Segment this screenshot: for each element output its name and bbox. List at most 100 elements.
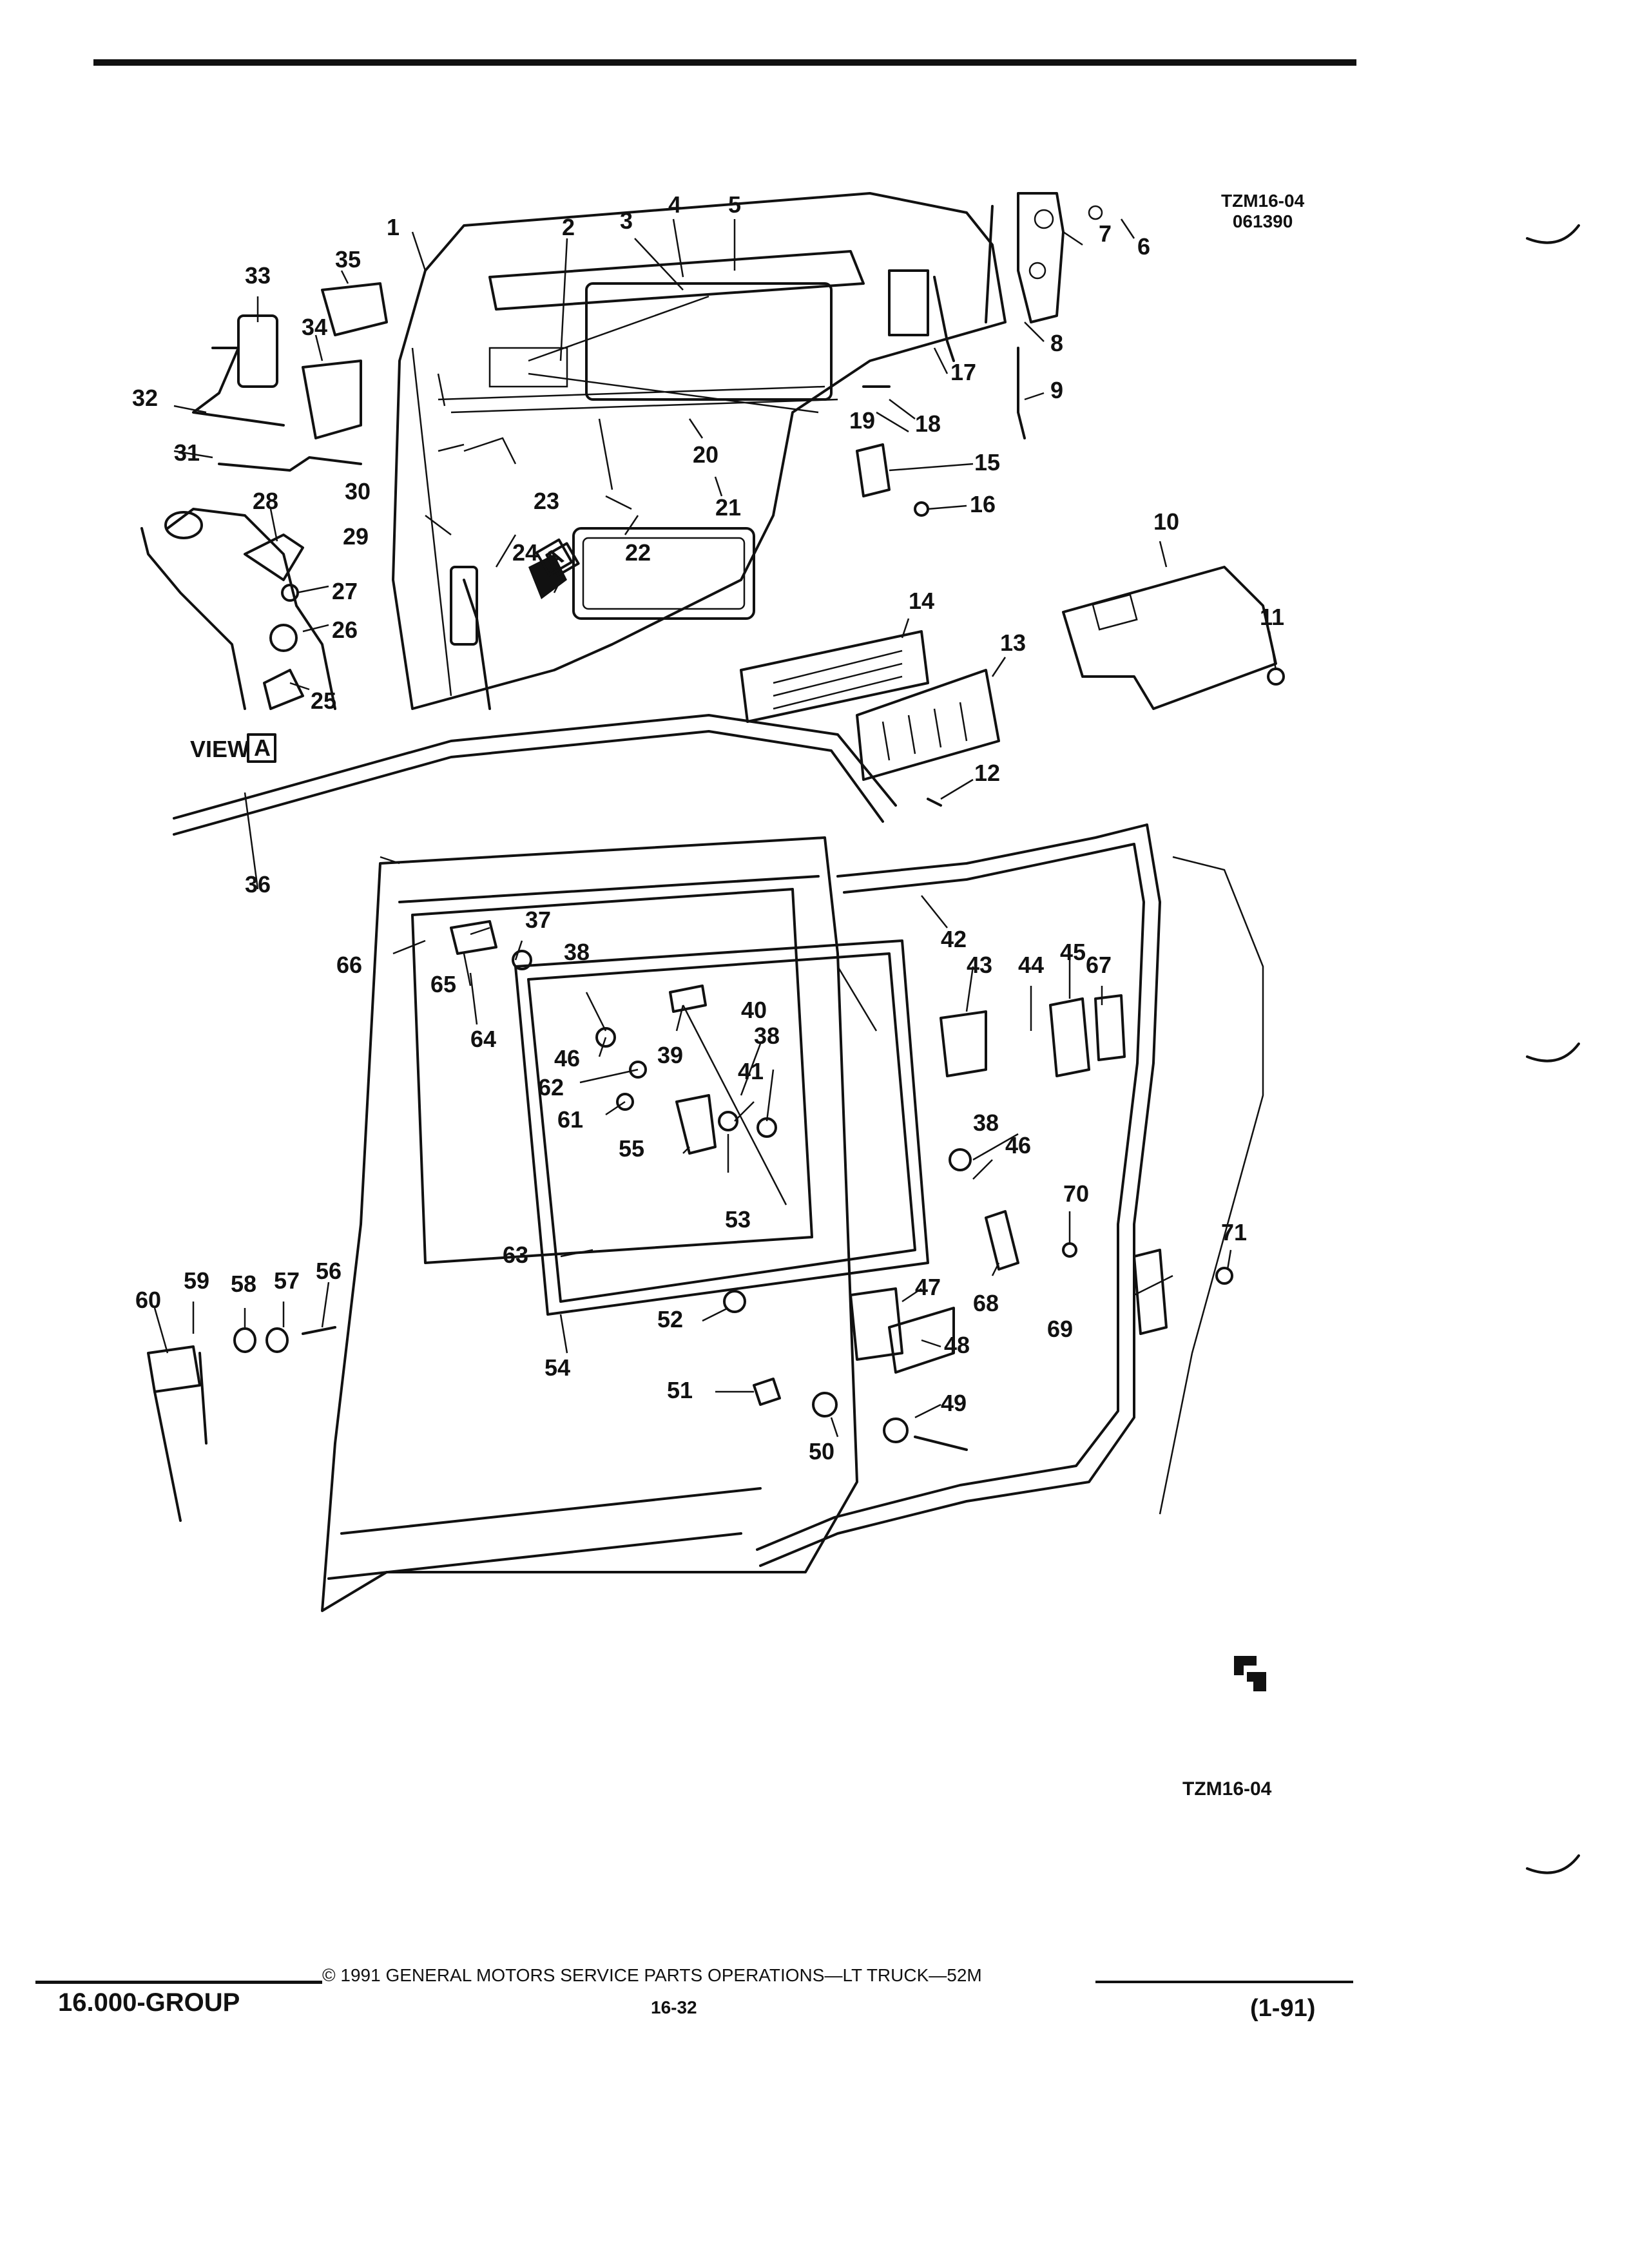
callout-25: 25 — [311, 687, 336, 714]
callout-16: 16 — [970, 491, 996, 517]
roof-weatherstrip — [173, 714, 897, 836]
callout-71: 71 — [1221, 1219, 1247, 1245]
callout-8: 8 — [1050, 330, 1063, 356]
callout-54: 54 — [545, 1354, 570, 1381]
side-door-hardware — [450, 920, 1233, 1451]
view-label: VIEW — [190, 736, 249, 762]
callout-38-upper: 38 — [564, 939, 590, 965]
footer-copyright: © 1991 GENERAL MOTORS SERVICE PARTS OPER… — [322, 1965, 982, 1985]
callout-45: 45 — [1060, 939, 1086, 965]
callout-53: 53 — [725, 1206, 751, 1233]
callout-70: 70 — [1063, 1180, 1089, 1207]
callout-36: 36 — [245, 871, 271, 898]
callout-11: 11 — [1260, 604, 1284, 630]
callout-6: 6 — [1137, 233, 1150, 260]
callout-60: 60 — [135, 1287, 161, 1313]
callout-46-right: 46 — [1005, 1132, 1031, 1158]
callout-17: 17 — [950, 359, 976, 385]
trim-panels — [740, 443, 1285, 807]
callout-46-left: 46 — [554, 1045, 580, 1072]
lower-hinge — [147, 1326, 336, 1522]
footer-rule-right — [1095, 1981, 1353, 1983]
callout-2: 2 — [562, 214, 575, 240]
callout-47: 47 — [915, 1274, 941, 1300]
callout-21: 21 — [715, 494, 741, 521]
callout-65: 65 — [430, 971, 456, 997]
callout-1: 1 — [387, 214, 400, 240]
callout-37: 37 — [525, 907, 551, 933]
view-letter: A — [254, 735, 271, 761]
callout-12: 12 — [974, 760, 1000, 786]
callout-58: 58 — [231, 1271, 256, 1297]
callout-57: 57 — [274, 1267, 300, 1294]
callout-56: 56 — [316, 1258, 342, 1284]
callout-59: 59 — [184, 1267, 209, 1294]
callout-48: 48 — [944, 1332, 970, 1358]
callout-69: 69 — [1047, 1316, 1073, 1342]
callout-35: 35 — [335, 246, 361, 273]
callout-34: 34 — [302, 314, 327, 340]
footer-page-number: 16-32 — [651, 1997, 697, 2017]
callout-62: 62 — [538, 1074, 564, 1100]
callout-18: 18 — [915, 410, 941, 437]
callout-30: 30 — [345, 478, 371, 505]
drawing-code-top: TZM16-04 061390 — [1221, 191, 1304, 232]
drawing-date: 061390 — [1232, 211, 1293, 231]
callout-40: 40 — [741, 997, 767, 1023]
callout-42: 42 — [941, 926, 967, 952]
drawing-code-bottom: TZM16-04 — [1182, 1778, 1272, 1800]
callout-66: 66 — [336, 952, 362, 978]
footer-date: (1-91) — [1250, 1995, 1316, 2022]
footer-group: 16.000-GROUP — [58, 1988, 240, 2017]
side-door-panel — [321, 836, 929, 1612]
view-a-label: VIEW A — [190, 733, 276, 763]
callout-44: 44 — [1018, 952, 1044, 978]
callout-7: 7 — [1099, 220, 1112, 247]
callout-50: 50 — [809, 1438, 834, 1465]
callout-10: 10 — [1153, 508, 1179, 535]
callout-38-right: 38 — [973, 1110, 999, 1136]
callout-leaders — [153, 218, 1277, 1437]
binder-tabs — [1526, 224, 1580, 1874]
callout-38-middle: 38 — [754, 1023, 780, 1049]
callout-52: 52 — [657, 1306, 683, 1332]
callout-14: 14 — [909, 588, 934, 614]
callout-55: 55 — [619, 1135, 644, 1162]
callout-49: 49 — [941, 1390, 967, 1416]
callout-26: 26 — [332, 617, 358, 643]
gm-mark — [1234, 1656, 1266, 1691]
door-weatherstrip — [756, 823, 1264, 1567]
drawing-code: TZM16-04 — [1221, 191, 1305, 211]
door-lock-assembly — [862, 192, 1103, 439]
callout-28: 28 — [253, 488, 278, 514]
callout-51: 51 — [667, 1377, 693, 1403]
callout-41: 41 — [738, 1058, 764, 1084]
callout-32: 32 — [132, 385, 158, 411]
view-a-flag: A — [535, 538, 574, 577]
footer-rule-left — [35, 1981, 322, 1984]
callout-9: 9 — [1050, 377, 1063, 403]
callout-numbers: 1 2 3 4 5 6 7 8 9 10 11 12 13 14 15 16 1… — [132, 191, 1284, 1465]
callout-68: 68 — [973, 1290, 999, 1316]
header-rule — [93, 59, 1356, 66]
callout-61: 61 — [557, 1106, 583, 1133]
callout-15: 15 — [974, 449, 1000, 476]
callout-20: 20 — [693, 441, 718, 468]
rear-door-inner-panel — [392, 192, 1007, 710]
callout-63: 63 — [503, 1242, 528, 1268]
left-latch-hardware — [192, 282, 388, 472]
callout-24: 24 — [512, 539, 538, 566]
callout-19: 19 — [849, 407, 875, 434]
callout-31: 31 — [174, 439, 200, 466]
view-a-inset — [140, 508, 336, 710]
callout-23: 23 — [534, 488, 559, 514]
callout-22: 22 — [625, 539, 651, 566]
callout-39: 39 — [657, 1042, 683, 1068]
callout-67: 67 — [1086, 952, 1112, 978]
callout-3: 3 — [620, 207, 633, 234]
callout-64: 64 — [470, 1026, 496, 1052]
callout-33: 33 — [245, 262, 271, 289]
callout-4: 4 — [668, 191, 681, 218]
